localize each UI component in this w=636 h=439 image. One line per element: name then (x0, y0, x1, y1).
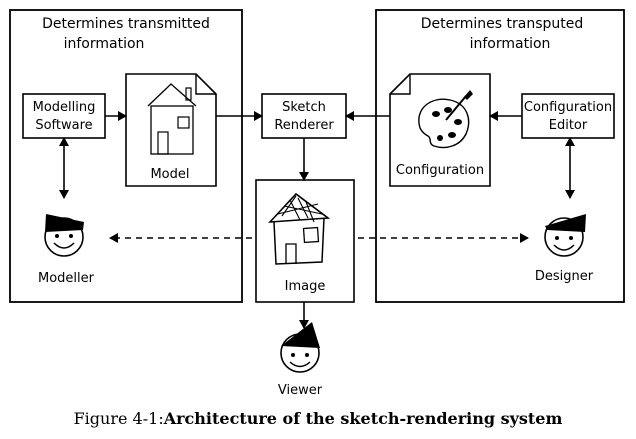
sketch-renderer-label-line2: Renderer (274, 118, 334, 133)
configuration-document: Configuration (389, 73, 491, 187)
designer-face-icon (544, 214, 586, 257)
figure-caption-prefix: Figure 4-1: (74, 409, 164, 428)
left-panel: Determines transmitted information (9, 9, 243, 303)
image-box: Image (255, 179, 355, 303)
sketch-renderer-box: Sketch Renderer (261, 93, 347, 139)
figure-caption: Figure 4-1:Architecture of the sketch-re… (74, 409, 563, 428)
modelling-software-box: Modelling Software (22, 93, 106, 139)
configuration-editor-label-line2: Editor (549, 118, 588, 133)
right-panel: Determines transputed information (375, 9, 625, 303)
sketch-renderer-label-line1: Sketch (282, 100, 326, 115)
image-label: Image (285, 279, 326, 294)
left-panel-heading-line2: information (64, 36, 145, 52)
connectors (59, 111, 575, 329)
right-panel-heading-line2: information (470, 36, 551, 52)
model-label: Model (150, 167, 189, 182)
model-document: Model (125, 73, 217, 187)
right-panel-heading-line1: Determines transputed (421, 16, 584, 32)
configuration-editor-box: Configuration Editor (521, 93, 615, 139)
modelling-software-label-line2: Software (35, 118, 92, 133)
modelling-software-label-line1: Modelling (33, 100, 96, 115)
configuration-label: Configuration (396, 163, 484, 178)
house-icon (147, 83, 197, 155)
viewer-label: Viewer (278, 383, 323, 398)
designer-label: Designer (535, 269, 594, 284)
configuration-editor-label-line1: Configuration (524, 100, 612, 115)
figure-caption-title: Architecture of the sketch-rendering sys… (163, 409, 563, 428)
modeller-face-icon (44, 214, 84, 257)
palette-icon (418, 90, 473, 149)
viewer-face-icon (280, 322, 320, 373)
sketched-house-icon (268, 192, 331, 265)
left-panel-heading-line1: Determines transmitted (42, 16, 210, 32)
modeller-label: Modeller (38, 271, 95, 286)
